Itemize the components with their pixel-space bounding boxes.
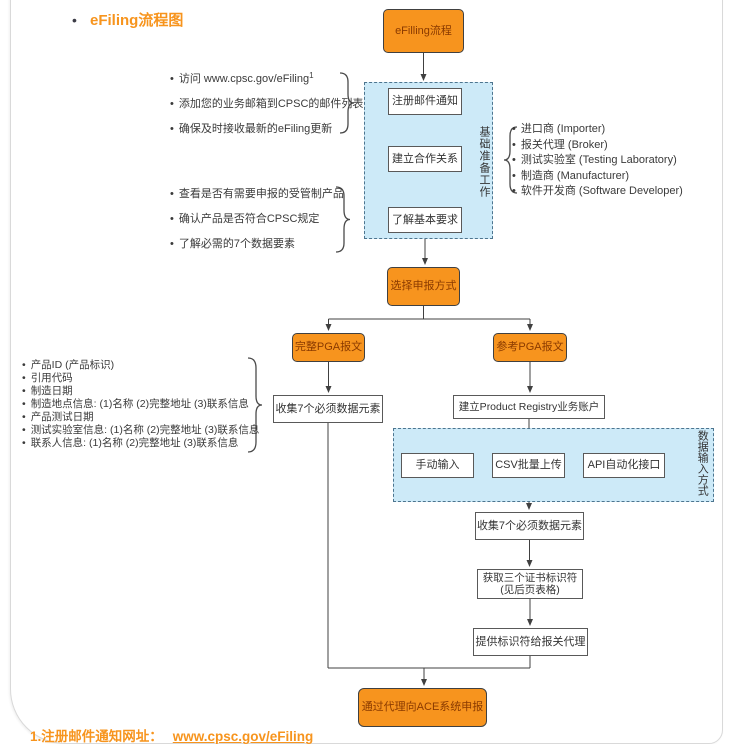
list-item: 制造商 (Manufacturer) <box>512 169 683 185</box>
list-item: 产品测试日期 <box>22 411 259 424</box>
node-collect-elements-right: 收集7个必须数据元素 <box>475 512 584 540</box>
node-api-interface: API自动化接口 <box>583 453 665 478</box>
visit-annotation-list: 访问 www.cpsc.gov/eFiling1 添加您的业务邮箱到CPSC的邮… <box>170 70 364 148</box>
node-collect-elements-left: 收集7个必须数据元素 <box>273 395 383 423</box>
node-reference-pga: 参考PGA报文 <box>493 333 567 362</box>
node-understand-requirements: 了解基本要求 <box>388 207 462 233</box>
page-title: eFiling流程图 <box>90 12 184 29</box>
list-item: 测试实验室 (Testing Laboratory) <box>512 153 683 169</box>
partner-annotation-list: 进口商 (Importer) 报关代理 (Broker) 测试实验室 (Test… <box>512 122 683 200</box>
node-create-account: 建立Product Registry业务账户 <box>453 395 605 419</box>
list-item: 确保及时接收最新的eFiling更新 <box>170 123 363 135</box>
list-item: 制造日期 <box>22 385 259 398</box>
node-build-partnership: 建立合作关系 <box>388 146 462 172</box>
node-manual-input: 手动输入 <box>401 453 474 478</box>
node-start: eFilling流程 <box>383 9 464 53</box>
list-item: 测试实验室信息: (1)名称 (2)完整地址 (3)联系信息 <box>22 424 260 437</box>
footnote-ref: 1 <box>309 71 314 80</box>
list-item: 进口商 (Importer) <box>512 122 683 138</box>
check-annotation-list: 查看是否有需要申报的受管制产品 确认产品是否符合CPSC规定 了解必需的7个数据… <box>170 188 344 263</box>
prep-group-label: 基础准备工作 <box>478 126 490 198</box>
list-item: 联系人信息: (1)名称 (2)完整地址 (3)联系信息 <box>22 437 259 450</box>
title-bullet-icon: • <box>72 12 77 28</box>
node-register-email: 注册邮件通知 <box>388 88 462 115</box>
input-group-label: 数据输入方式 <box>696 430 709 496</box>
node-final-submit: 通过代理向ACE系统申报 <box>358 688 487 727</box>
list-item: 添加您的业务邮箱到CPSC的邮件列表 <box>170 98 364 110</box>
node-csv-upload: CSV批量上传 <box>492 453 565 478</box>
footnote: 1.注册邮件通知网址： www.cpsc.gov/eFiling <box>30 725 313 744</box>
element-annotation-list: 产品ID (产品标识) 引用代码 制造日期 制造地点信息: (1)名称 (2)完… <box>22 359 260 450</box>
obtain-ids-line2: (见后页表格) <box>500 584 560 596</box>
list-item: 报关代理 (Broker) <box>512 138 683 154</box>
list-item: 访问 www.cpsc.gov/eFiling1 <box>170 70 363 85</box>
node-obtain-ids: 获取三个证书标识符 (见后页表格) <box>477 569 583 599</box>
list-item: 产品ID (产品标识) <box>22 359 259 372</box>
list-item: 制造地点信息: (1)名称 (2)完整地址 (3)联系信息 <box>22 398 259 411</box>
list-item: 查看是否有需要申报的受管制产品 <box>170 188 344 200</box>
obtain-ids-line1: 获取三个证书标识符 <box>482 571 578 584</box>
list-item: 确认产品是否符合CPSC规定 <box>170 213 344 225</box>
footnote-label: 1.注册邮件通知网址： <box>30 729 163 744</box>
node-provide-ids: 提供标识符给报关代理 <box>473 628 588 656</box>
list-item: 了解必需的7个数据要素 <box>170 238 344 250</box>
list-item: 引用代码 <box>22 372 259 385</box>
list-item: 软件开发商 (Software Developer) <box>512 184 683 200</box>
footnote-link[interactable]: www.cpsc.gov/eFiling <box>172 729 314 744</box>
node-full-pga: 完整PGA报文 <box>292 333 365 362</box>
node-choose-method: 选择申报方式 <box>387 267 460 306</box>
